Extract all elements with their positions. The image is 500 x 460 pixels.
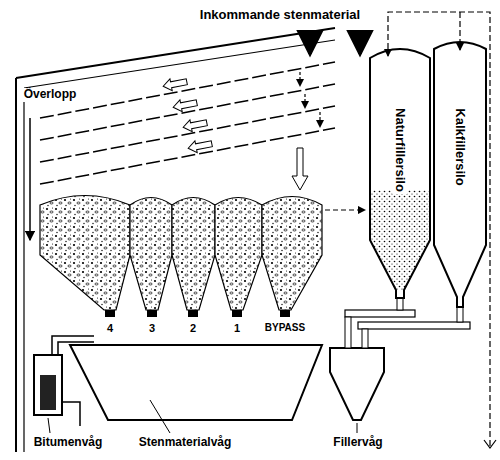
bin-gate bbox=[188, 310, 198, 317]
roof-line bbox=[16, 28, 335, 78]
bin bbox=[215, 198, 262, 311]
label: 4 bbox=[106, 322, 114, 335]
silo-wall bbox=[434, 42, 486, 307]
bypass-arrow bbox=[292, 148, 308, 190]
overflow-chute-arrow bbox=[29, 118, 31, 240]
label: Fillervåg bbox=[332, 436, 383, 450]
silo-label: Kalkfillersilo bbox=[453, 106, 468, 187]
return-fork bbox=[484, 440, 496, 448]
frame-line bbox=[15, 78, 17, 452]
leader-line bbox=[357, 423, 358, 433]
screw-conveyor bbox=[345, 310, 415, 317]
bitumen-pipe bbox=[62, 402, 80, 426]
bin-gate bbox=[147, 310, 157, 317]
screen-housing bbox=[16, 28, 335, 452]
weigh-hoppers bbox=[34, 298, 470, 426]
silo-outlet bbox=[457, 307, 463, 322]
leader-lines bbox=[48, 400, 357, 433]
bin bbox=[40, 196, 130, 311]
leader-line bbox=[48, 418, 50, 433]
overflow-arrow bbox=[172, 97, 198, 113]
label: BYPASS bbox=[264, 322, 306, 334]
overflow-arrow bbox=[162, 76, 188, 92]
label: 2 bbox=[189, 322, 197, 335]
bitumen-weigh-tank bbox=[34, 355, 62, 415]
overflow-arrow bbox=[182, 117, 208, 133]
screw-conveyor bbox=[358, 322, 470, 329]
feed-arrow bbox=[358, 30, 362, 54]
label: 3 bbox=[148, 322, 156, 335]
flow-arrows bbox=[30, 12, 496, 448]
filler-weigh-hopper bbox=[330, 348, 384, 420]
frame-line bbox=[23, 88, 24, 452]
silo: Kalkfillersilo bbox=[432, 35, 488, 310]
silo-outlet bbox=[397, 298, 403, 310]
bin bbox=[130, 198, 172, 311]
silo-label: Naturfillersilo bbox=[393, 106, 408, 194]
overflow-arrow bbox=[187, 138, 213, 154]
bin bbox=[262, 197, 322, 311]
bin-gate bbox=[232, 310, 242, 317]
bitumen-level bbox=[40, 375, 56, 410]
bin-gate bbox=[105, 310, 115, 317]
silo: Naturfillersilo bbox=[368, 40, 432, 300]
label: Överlopp bbox=[23, 88, 78, 102]
bitumen-pipe bbox=[58, 342, 94, 355]
screen-deck bbox=[40, 106, 335, 162]
screen-deck bbox=[40, 128, 335, 184]
filler-return-line bbox=[459, 12, 460, 50]
fall-arrow bbox=[304, 94, 305, 108]
dust-return-line bbox=[325, 209, 365, 210]
hot-bins bbox=[40, 196, 322, 318]
bin bbox=[172, 198, 215, 311]
silo-filler bbox=[370, 190, 430, 290]
leader-line bbox=[150, 400, 170, 433]
label: Bitumenvåg bbox=[33, 436, 104, 450]
screen-deck bbox=[40, 84, 335, 140]
fall-arrow bbox=[319, 112, 320, 127]
label: Inkommande stenmaterial bbox=[199, 8, 361, 23]
bin-gate bbox=[280, 310, 290, 317]
overflow-arrows bbox=[162, 76, 213, 154]
feed-arrow bbox=[308, 30, 312, 54]
silo-wall bbox=[370, 49, 430, 298]
fall-arrow bbox=[299, 72, 300, 86]
bitumen-pipe bbox=[52, 336, 94, 355]
label: 1 bbox=[233, 322, 241, 335]
filler-pipe bbox=[345, 317, 351, 348]
aggregate-weigh-hopper bbox=[70, 345, 322, 420]
screen-deck bbox=[40, 62, 335, 118]
label: Stenmaterialvåg bbox=[138, 436, 233, 450]
filler-pipe bbox=[362, 329, 368, 348]
